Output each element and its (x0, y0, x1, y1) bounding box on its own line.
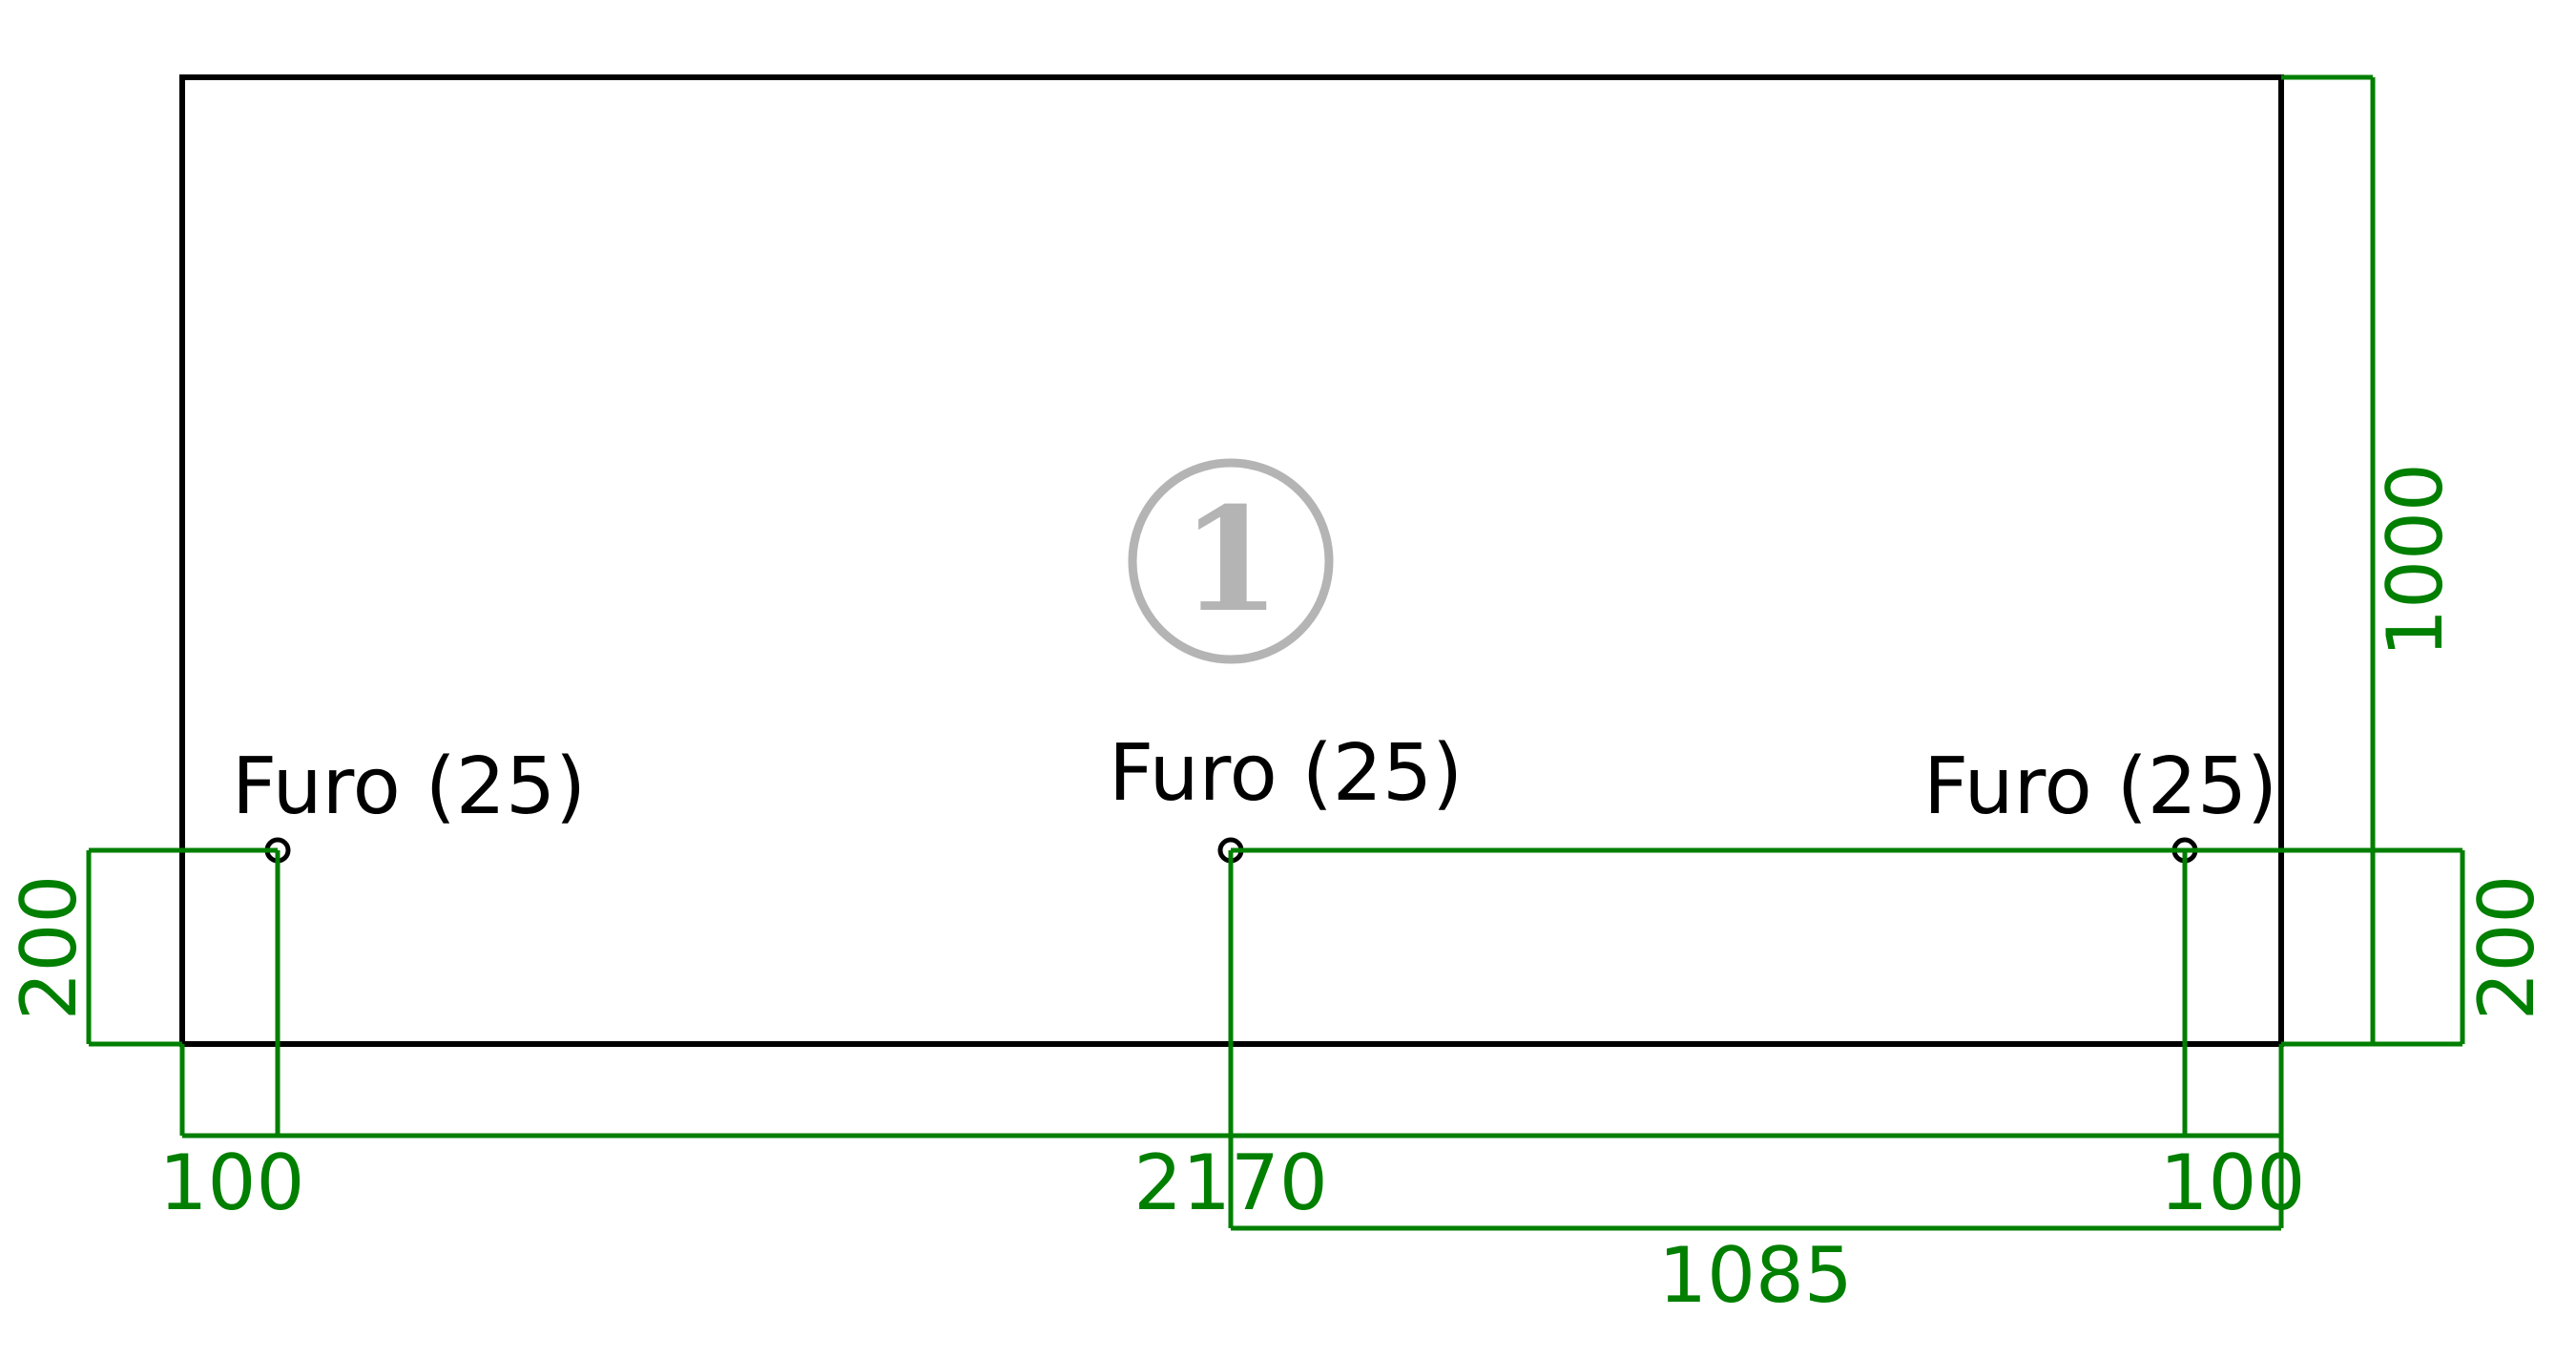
hole-label-right: Furo (25) (1923, 742, 2277, 832)
part-number: 1 (1181, 476, 1280, 644)
overall-height-value: 1000 (2371, 463, 2460, 658)
dimension-overall-height: 1000 (2281, 74, 2460, 1047)
hole-offset-left-value: 100 (159, 1139, 305, 1227)
dimension-center-to-edge: 1085 (1228, 850, 2281, 1320)
hole-height-right-value: 200 (2462, 875, 2551, 1021)
hole-height-left-value: 200 (5, 875, 93, 1021)
hole-offset-right-value: 100 (2160, 1139, 2306, 1227)
hole-label-center: Furo (25) (1109, 728, 1463, 819)
part-number-badge: 1 (1128, 458, 1334, 664)
center-to-edge-value: 1085 (1658, 1231, 1853, 1320)
hole-label-left: Furo (25) (232, 742, 586, 832)
dimension-hole-height-right: 200 (1231, 847, 2551, 1047)
dimension-hole-height-left: 200 (5, 847, 278, 1047)
part-number-circle (1128, 458, 1334, 664)
